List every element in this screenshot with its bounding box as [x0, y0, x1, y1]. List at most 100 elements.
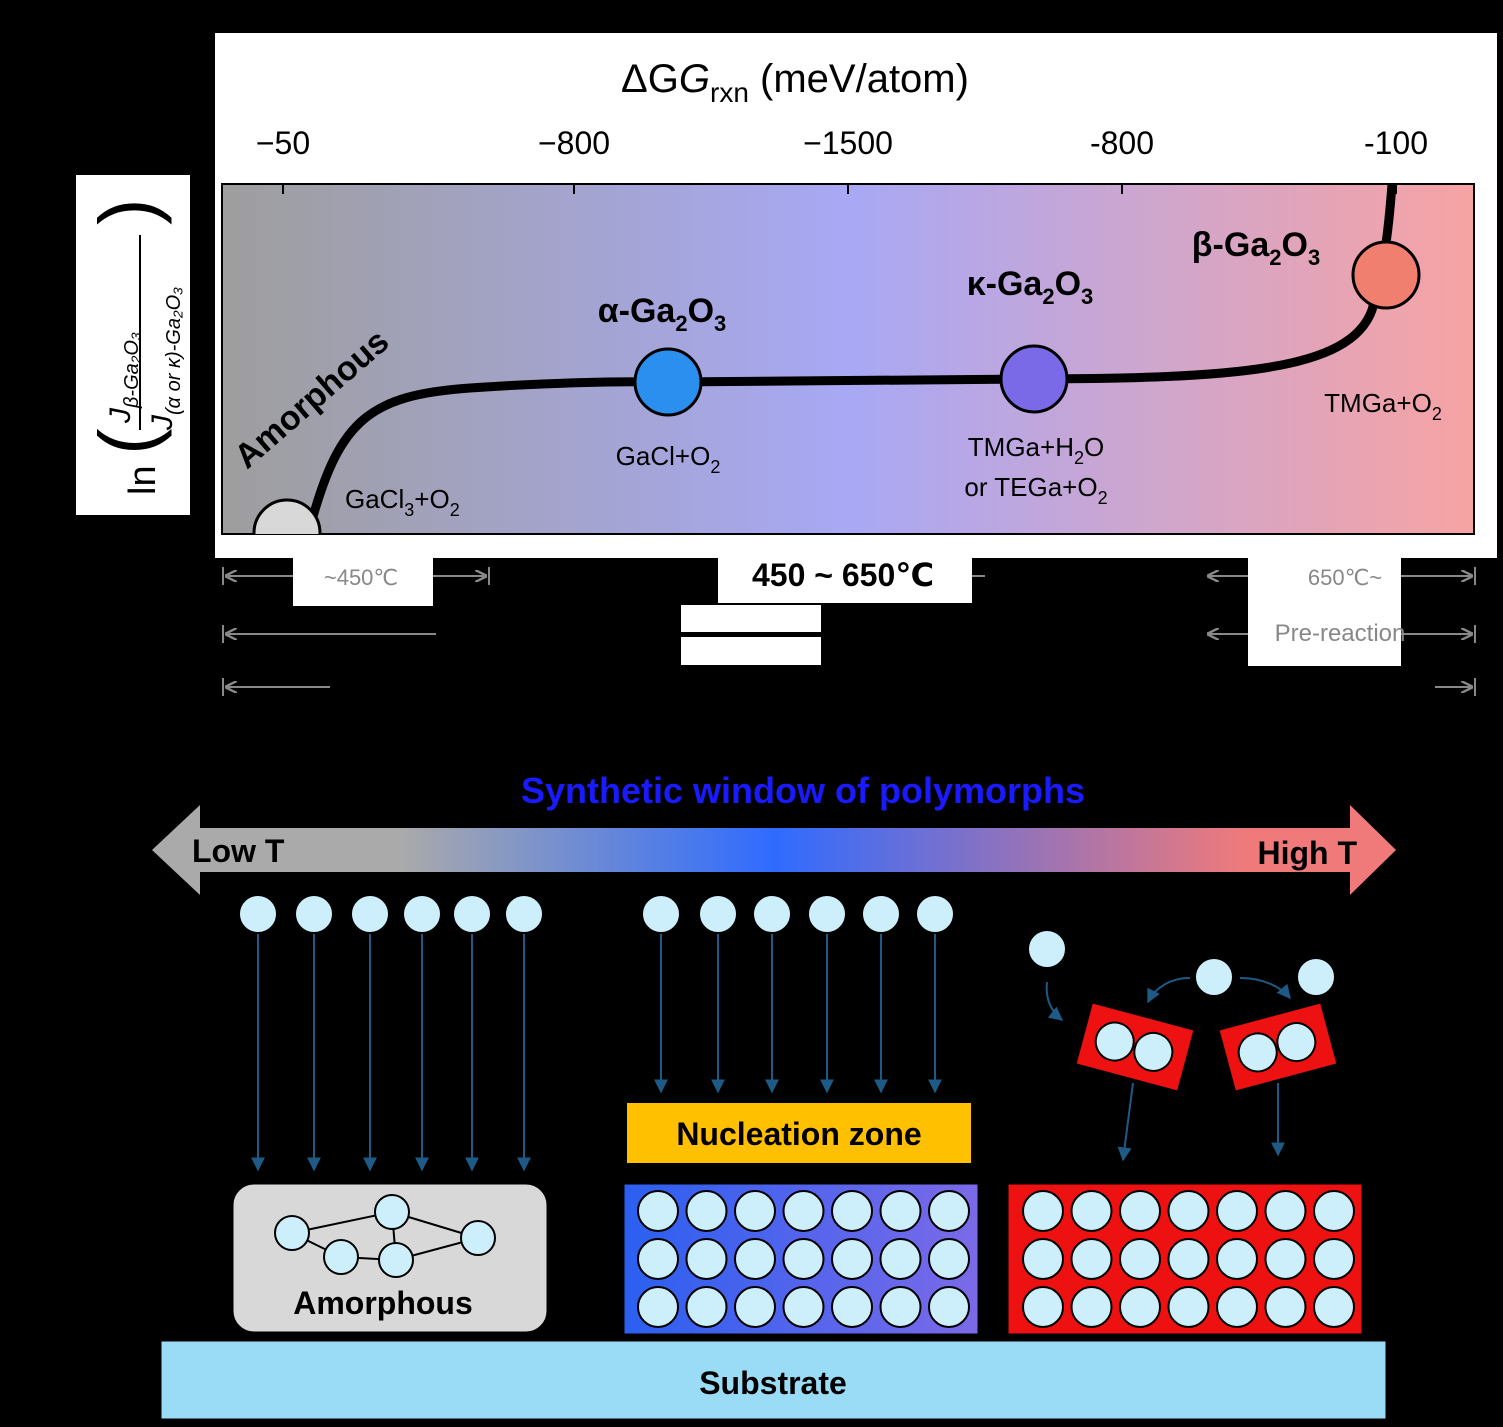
atom [782, 1238, 825, 1280]
low-temp-label: ~450℃ [324, 565, 398, 590]
atom [1296, 957, 1336, 997]
arrow-icon [1117, 1082, 1134, 1162]
atom [1119, 1238, 1161, 1280]
svg-text:J(α or κ)-Ga₂O₃: J(α or κ)-Ga₂O₃ [146, 287, 185, 431]
x-tick-label: −800 [538, 125, 610, 161]
x-tick-label: −50 [256, 125, 310, 161]
atom [238, 894, 278, 934]
atom [637, 1238, 679, 1280]
atom [1264, 1190, 1307, 1232]
atom [350, 894, 390, 934]
atom [1313, 1286, 1355, 1328]
falling-atoms-alpha [641, 894, 955, 1094]
atom [1022, 1238, 1064, 1280]
atom [402, 894, 442, 934]
plot-area [221, 183, 1475, 535]
atom [1167, 1286, 1210, 1328]
atom [782, 1190, 825, 1232]
atom [1194, 957, 1234, 997]
amorphous-film-label: Amorphous [293, 1285, 473, 1321]
alpha-ga2o3-label: α-Ga2O3 [598, 292, 727, 336]
amorphous-precursor-label: GaCl3+O2 [345, 484, 460, 520]
atom [1216, 1238, 1258, 1280]
beta-crystal-atoms [1022, 1190, 1355, 1328]
atom [1216, 1286, 1258, 1328]
x-tick-labels: −50 −800 −1500 -800 -100 [256, 125, 1428, 161]
atom [928, 1238, 970, 1280]
atom [879, 1238, 922, 1280]
atom [1133, 1031, 1174, 1072]
atom [1167, 1238, 1210, 1280]
atom [1070, 1238, 1113, 1280]
y-axis-label: ln ( Jβ-Ga₂O₃ J(α or κ)-Ga₂O₃ ) [83, 198, 185, 495]
falling-atoms-amorphous [238, 894, 544, 1172]
alpha-precursor-label: GaCl+O2 [616, 441, 721, 477]
atom [1264, 1238, 1307, 1280]
synthetic-window-title: Synthetic window of polymorphs [521, 770, 1085, 811]
mid-blank-box-1 [681, 605, 821, 632]
kappa-precursor-line-1: TMGa+H2O [968, 432, 1104, 468]
high-temp-box [1248, 556, 1401, 666]
atom [928, 1286, 970, 1328]
arrow-icon [1147, 977, 1191, 1004]
low-temp-box [293, 556, 433, 606]
atom [637, 1190, 679, 1232]
mid-temp-label: 450 ~ 650℃ [752, 557, 934, 593]
atom [915, 894, 955, 934]
alpha-crystal-atoms [637, 1190, 970, 1328]
nucleation-zone-label: Nucleation zone [676, 1116, 921, 1152]
atom [378, 1242, 414, 1278]
atom [1167, 1190, 1210, 1232]
atom [1216, 1190, 1258, 1232]
amorphous-network [274, 1194, 496, 1278]
atom [1070, 1190, 1113, 1232]
atom [879, 1286, 922, 1328]
atom [734, 1238, 776, 1280]
atom [504, 894, 544, 934]
x-tick-label: -800 [1090, 125, 1154, 161]
atom [928, 1190, 970, 1232]
x-tick-label: -100 [1364, 125, 1428, 161]
kappa-precursor-line-2: or TEGa+O2 [964, 472, 1107, 508]
x-axis-title: ΔGGrxn (meV/atom) [621, 57, 969, 108]
atom [734, 1190, 776, 1232]
atom [861, 894, 901, 934]
atom [685, 1190, 728, 1232]
kappa-ga2o3-label: κ-Ga2O3 [967, 265, 1094, 309]
arrow-icon [1045, 981, 1064, 1021]
svg-text:(: ( [83, 428, 172, 455]
amorphous-node [252, 498, 322, 534]
atom [807, 894, 847, 934]
kappa-ga2o3-node [999, 344, 1069, 414]
atom [1027, 929, 1067, 969]
substrate-label: Substrate [699, 1365, 847, 1401]
atom [685, 1238, 728, 1280]
atom [1119, 1286, 1161, 1328]
svg-text:ln: ln [122, 465, 164, 495]
atom [374, 1194, 410, 1230]
pre-reaction-label: Pre-reaction [1275, 620, 1406, 647]
atom [1022, 1190, 1064, 1232]
atom [782, 1286, 825, 1328]
atom [294, 894, 334, 934]
svg-text:Jβ-Ga₂O₃: Jβ-Ga₂O₃ [104, 332, 143, 424]
low-t-label: Low T [192, 833, 285, 869]
beta-ga2o3-node [1351, 240, 1421, 310]
atom [1276, 1022, 1317, 1063]
atom [879, 1190, 922, 1232]
arrow-icon [1239, 977, 1291, 1000]
atom [752, 894, 792, 934]
atom [685, 1286, 728, 1328]
atom [1264, 1286, 1307, 1328]
high-t-label: High T [1257, 835, 1357, 871]
mid-temp-box [718, 553, 972, 603]
svg-text:): ) [83, 198, 172, 225]
x-tick-label: −1500 [803, 125, 893, 161]
atom [831, 1238, 873, 1280]
atom [1313, 1190, 1355, 1232]
atom [698, 894, 738, 934]
atom [460, 1220, 496, 1256]
atom [641, 894, 681, 934]
pre-reaction-cluster [1027, 929, 1339, 1162]
